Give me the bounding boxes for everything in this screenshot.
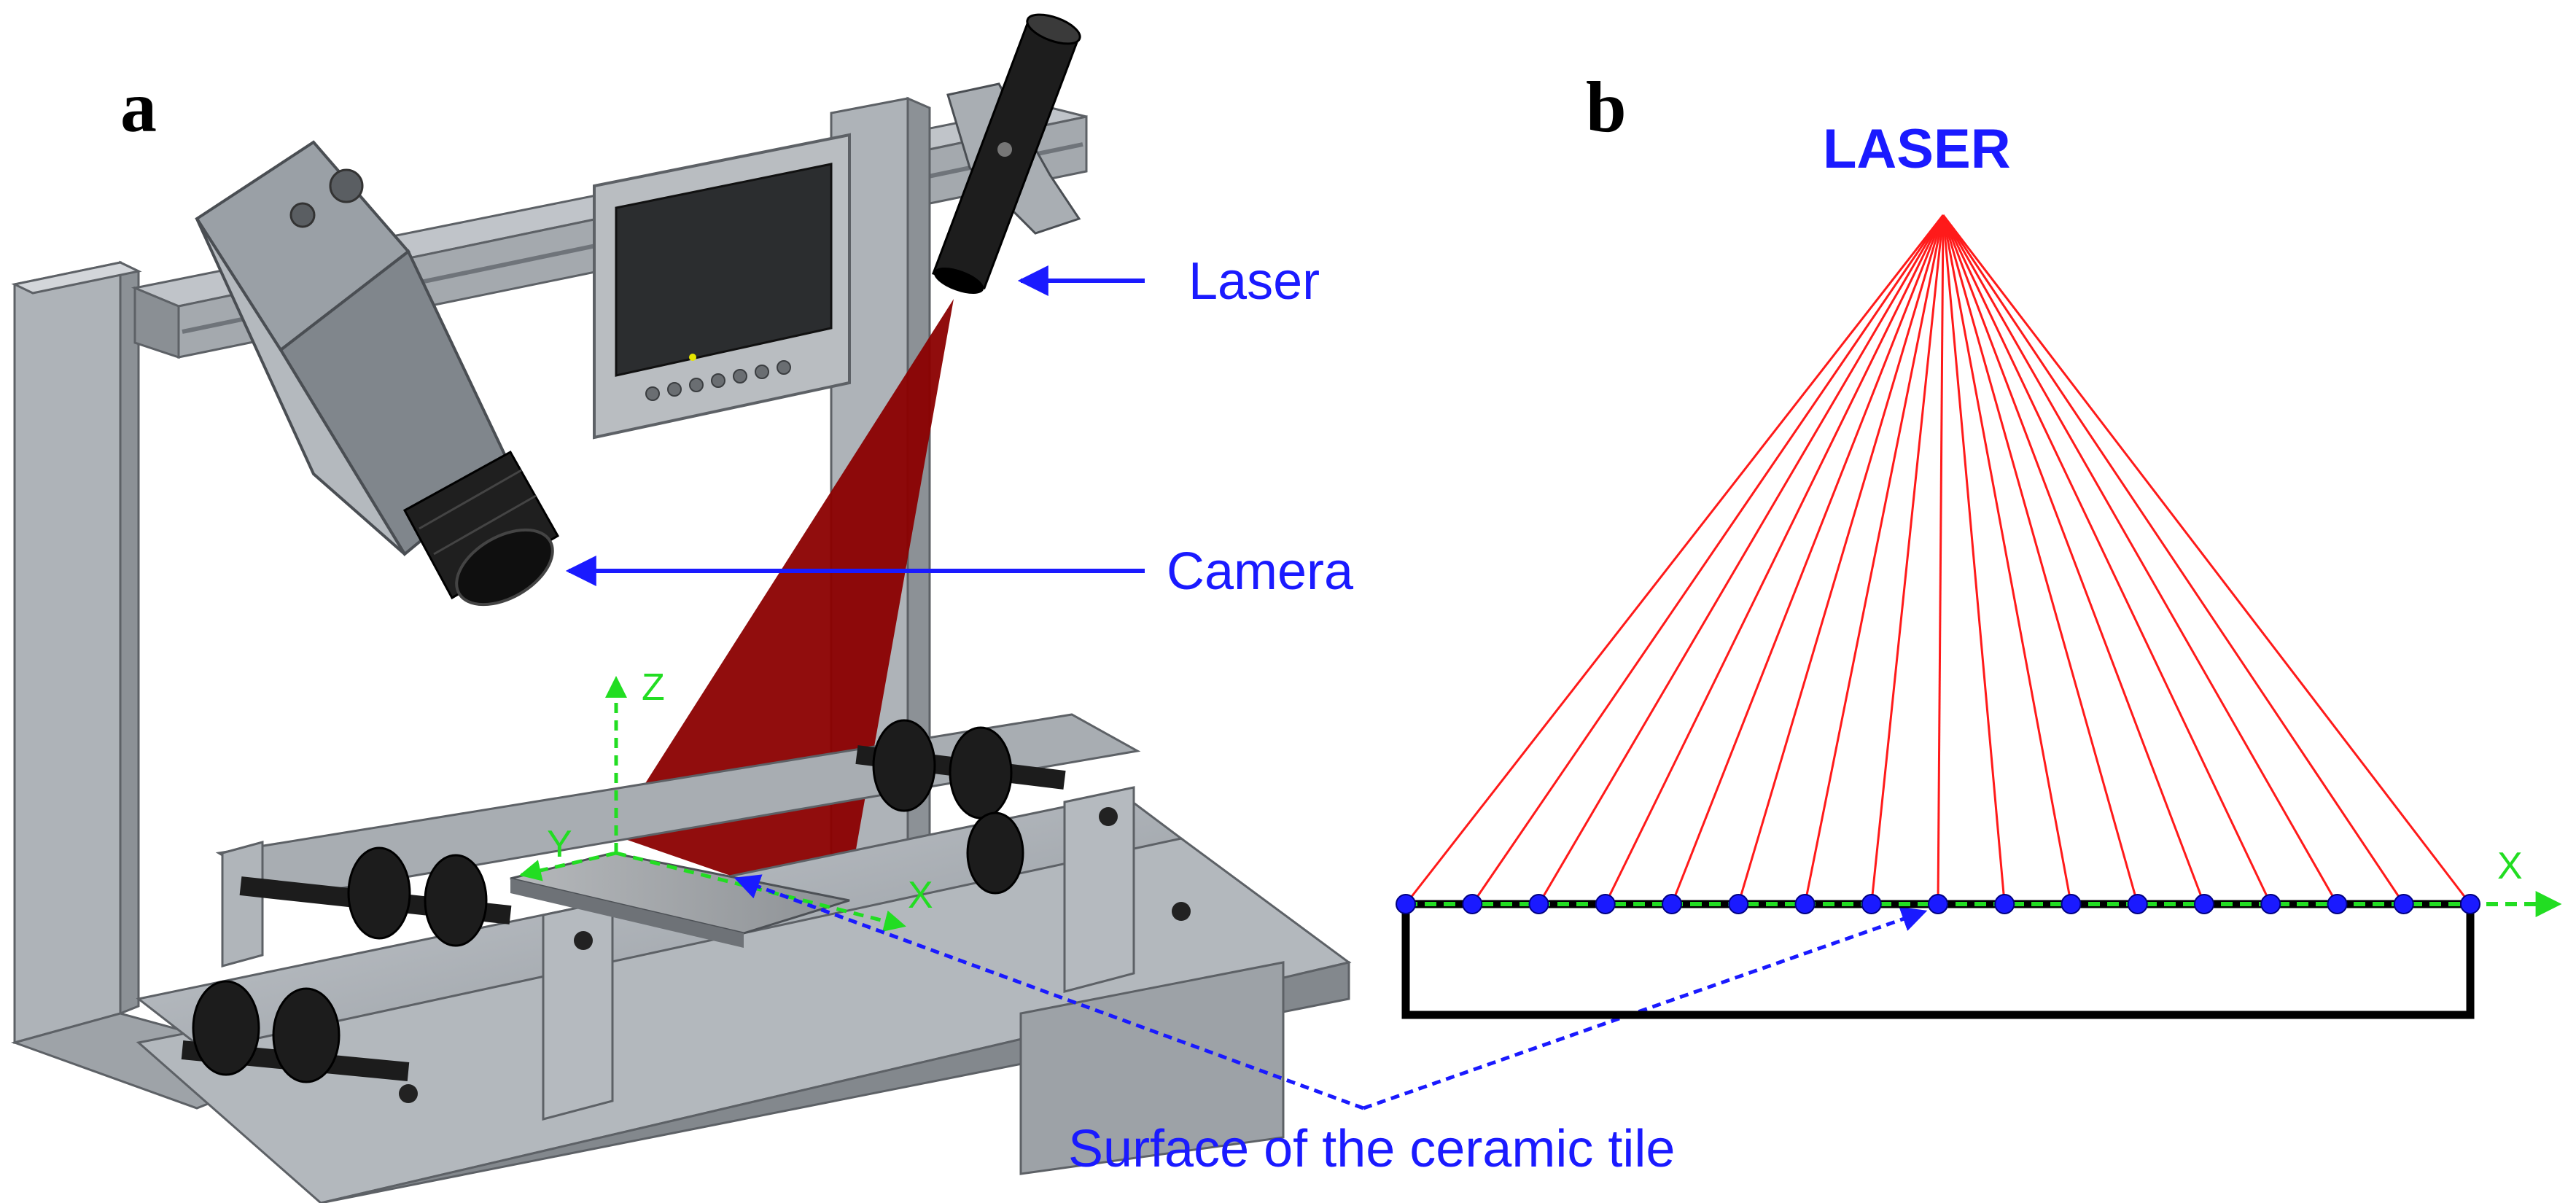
panel-a-letter: a [120,66,157,147]
x-axis-label: X [908,874,933,916]
laser-source-label: LASER [1823,118,2011,180]
panel-b-letter: b [1586,66,1627,147]
scan-point [1994,894,2015,914]
scan-point [2061,894,2082,914]
laser-ray [1404,214,1945,905]
laser-ray [1942,214,2072,905]
camera-lens [402,450,560,607]
laser-ray [1942,214,2338,905]
y-axis-label: Y [547,823,572,865]
scan-point [1528,894,1549,914]
industrial-camera-icon [195,140,560,607]
laser-ray [1937,214,1945,905]
laser-ray [1670,214,1945,905]
laser-ray [1737,214,1945,905]
laser-rays [1404,214,2472,905]
scan-point [1794,894,1816,914]
scan-point [1662,894,1682,914]
laser-ray [1942,214,2472,905]
laser-ray [1942,214,2206,905]
tile-surface-callout: Surface of the ceramic tile [734,874,1928,1178]
laser-ray [1942,214,2405,905]
laser-ray [1471,214,1945,905]
x-axis-b-label: X [2497,845,2523,887]
laser-module-icon [932,13,1081,295]
laser-ray [1942,214,2139,905]
laser-ray [1942,214,2272,905]
scan-point [1396,894,1416,914]
scan-point [1928,894,1948,914]
laser-ray [1538,214,1945,905]
tile-arrow-left [734,874,1364,1110]
scan-point [1595,894,1616,914]
panel-b: b LASER X [1396,66,2562,1019]
monitor-buttons [645,360,791,401]
laser-ray [1870,214,1945,905]
monitor [593,133,851,440]
laser-label: Laser [1188,252,1320,311]
scan-point [2327,894,2348,914]
laser-ray [1804,214,1945,905]
z-axis-label: Z [642,666,665,709]
scan-point [1728,894,1749,914]
panel-a: a [11,13,1354,1203]
scan-point [2393,894,2414,914]
scan-point [2127,894,2148,914]
scan-point [2194,894,2214,914]
scan-point [1462,894,1483,914]
tile-arrow-right [1363,906,1928,1110]
frame-left-upright [11,260,310,1110]
scan-point [2260,894,2281,914]
scan-point [1861,894,1882,914]
laser-ray [1604,214,1945,905]
camera-label: Camera [1167,542,1354,601]
tile-surface-label: Surface of the ceramic tile [1068,1120,1675,1178]
scan-point [2460,894,2480,914]
rollers [181,719,1066,1083]
laser-ray [1942,214,2006,905]
scan-points [1396,894,2480,914]
tile-cross-section [1401,900,2475,1019]
